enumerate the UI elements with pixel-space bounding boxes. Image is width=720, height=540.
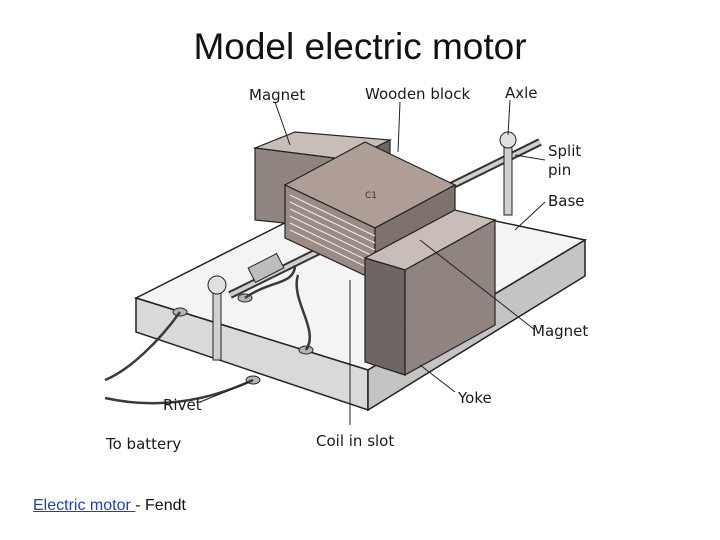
footer-credit: Electric motor - Fendt — [33, 497, 186, 515]
left-support — [207, 275, 227, 361]
right-support — [499, 131, 517, 216]
label-base: Base — [548, 192, 585, 210]
label-rivet: Rivet — [163, 396, 202, 414]
electric-motor-link[interactable]: Electric motor — [33, 497, 136, 514]
label-magnet-right: Magnet — [532, 322, 588, 340]
slide-title: Model electric motor — [193, 26, 527, 67]
svg-text:C1: C1 — [365, 191, 377, 201]
leader-lines — [199, 99, 546, 425]
coil-windings — [289, 194, 376, 272]
label-wooden-block: Wooden block — [365, 85, 470, 103]
label-to-battery: To battery — [105, 435, 181, 453]
label-magnet-top: Magnet — [249, 86, 305, 104]
label-split: Split — [548, 142, 581, 160]
label-yoke: Yoke — [457, 389, 492, 407]
label-pin: pin — [548, 161, 571, 179]
wires — [104, 264, 312, 405]
label-axle: Axle — [505, 84, 538, 102]
right-magnet — [363, 209, 497, 377]
label-coil-in-slot: Coil in slot — [316, 432, 394, 450]
footer-suffix: - Fendt — [135, 497, 186, 514]
motor-diagram: C1 Magnet — [104, 84, 588, 453]
